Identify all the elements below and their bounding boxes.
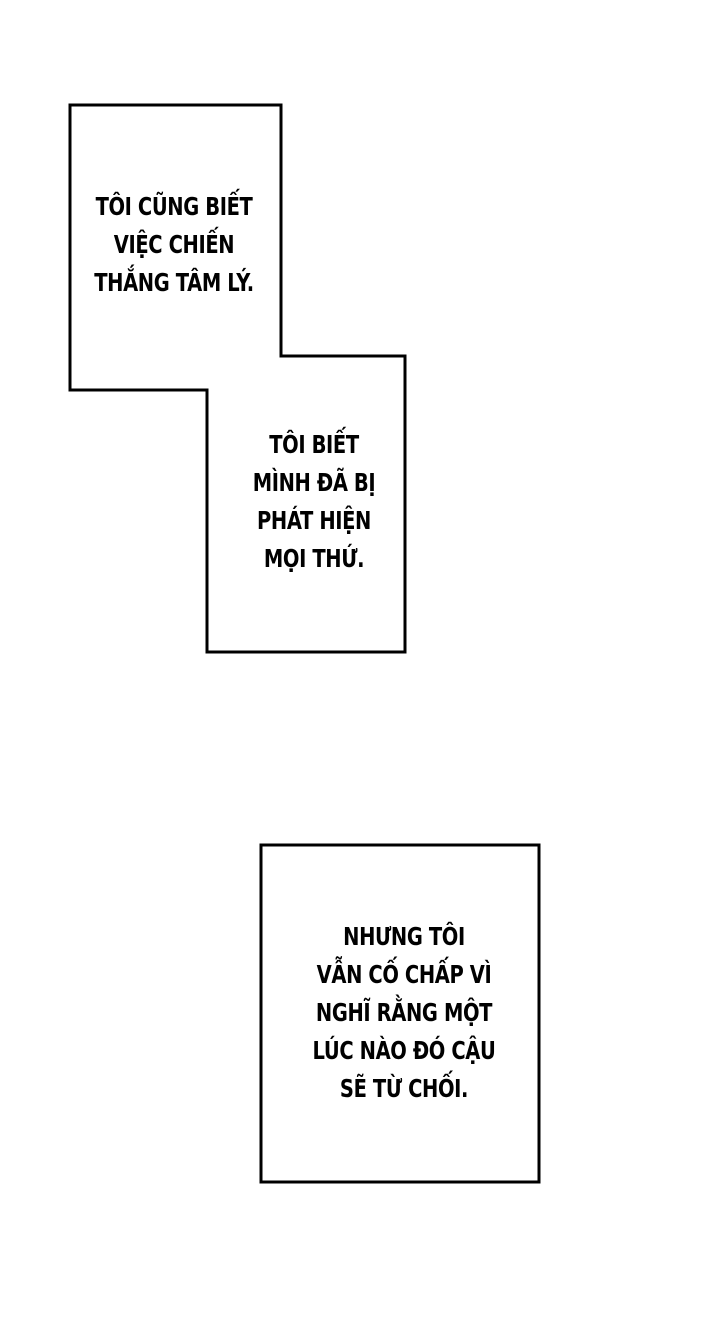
- caption-line: TÔI CŨNG BIẾT: [95, 192, 253, 221]
- caption-line: THẮNG TÂM LÝ.: [94, 268, 254, 297]
- caption-box-2-outline: [259, 843, 541, 1184]
- caption-text-1: TÔI CŨNG BIẾT VIỆC CHIẾN THẮNG TÂM LÝ.: [73, 188, 276, 302]
- caption-box-1-outline: [68, 103, 407, 654]
- caption-line: TÔI BIẾT: [269, 430, 359, 459]
- caption-line: NGHĨ RẰNG MỘT: [315, 998, 493, 1027]
- caption-line: NHƯNG TÔI: [343, 922, 465, 951]
- caption-line: MỌI THỨ.: [263, 544, 365, 573]
- caption-line: VIỆC CHIẾN: [113, 230, 235, 259]
- caption-line: VẪN CỐ CHẤP VÌ: [316, 960, 492, 989]
- caption-line: PHÁT HIỆN: [256, 506, 371, 535]
- caption-line: MÌNH ĐÃ BỊ: [252, 468, 376, 497]
- caption-line: LÚC NÀO ĐÓ CẬU: [312, 1036, 496, 1065]
- caption-line: SẼ TỪ CHỐI.: [339, 1074, 469, 1103]
- caption-text-2: TÔI BIẾT MÌNH ĐÃ BỊ PHÁT HIỆN MỌI THỨ.: [213, 426, 416, 578]
- caption-text-3: NHƯNG TÔI VẪN CỐ CHẤP VÌ NGHĨ RẰNG MỘT L…: [303, 918, 506, 1108]
